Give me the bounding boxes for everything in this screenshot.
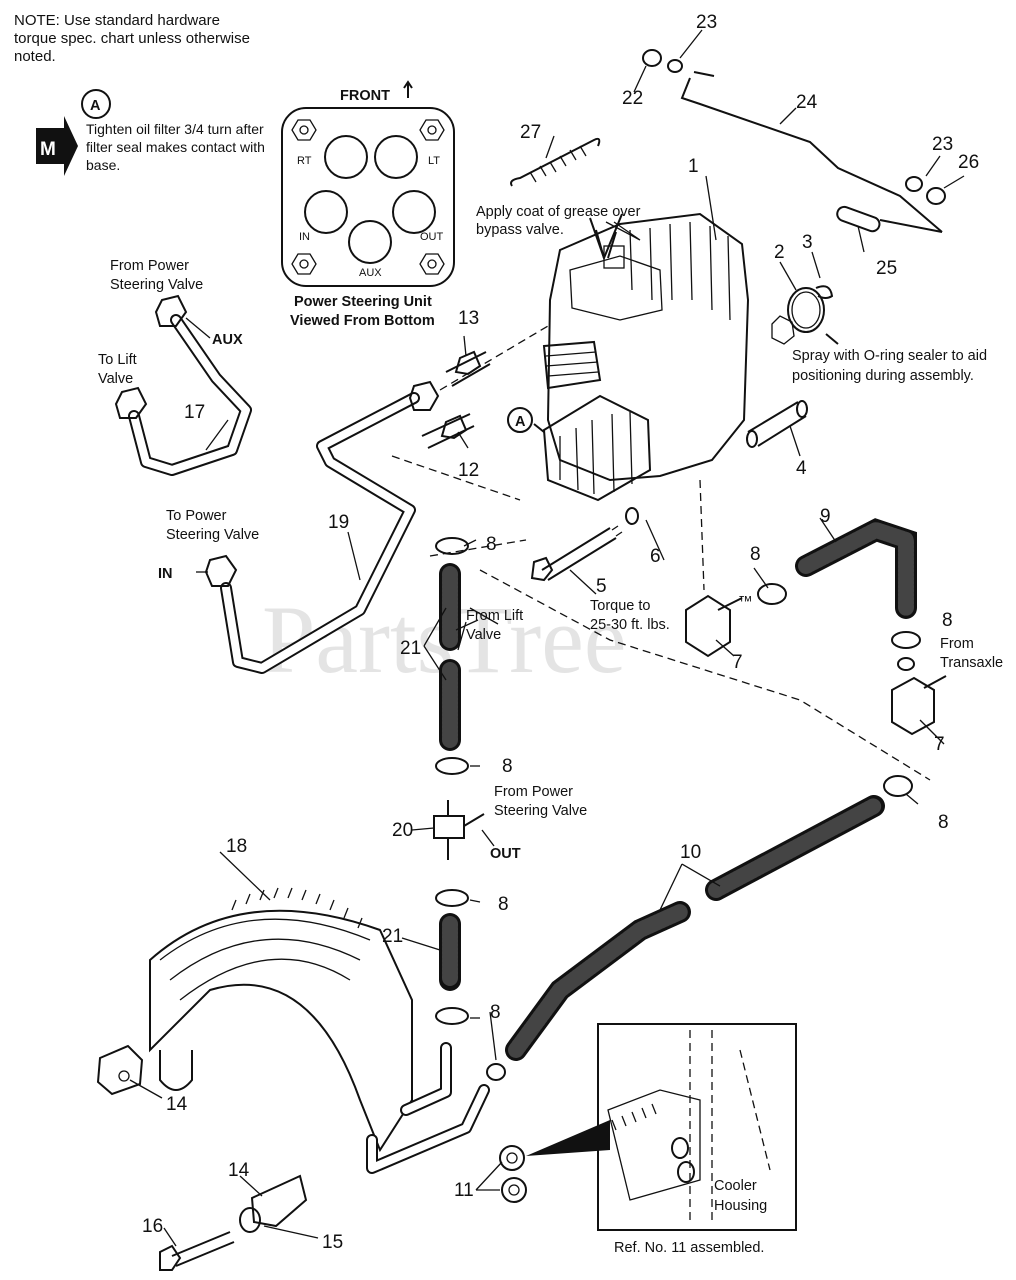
port-aux: AUX	[359, 267, 382, 279]
oil-cooler	[149, 887, 490, 1174]
part-number-5: 5	[596, 576, 607, 597]
part-number-26: 26	[958, 152, 979, 173]
part-number-23b: 23	[932, 134, 953, 155]
port-lt: LT	[428, 155, 440, 167]
marker-a-filter: A	[515, 414, 526, 430]
part-number-8f: 8	[498, 894, 509, 915]
grommets	[499, 1120, 610, 1203]
marker-m-arrow: M	[36, 116, 78, 176]
leader-lines	[129, 29, 965, 1247]
sleeve-tube	[746, 400, 808, 448]
unit-caption-2: Viewed From Bottom	[290, 313, 435, 329]
torque-note-2: 25-30 ft. lbs.	[590, 617, 670, 633]
oring-note-1: Spray with O-ring sealer to aid	[792, 348, 987, 364]
out-label: OUT	[490, 846, 521, 862]
part-number-14a: 14	[166, 1094, 188, 1115]
grease-note-2: bypass valve.	[476, 222, 564, 238]
part-number-8c: 8	[942, 610, 953, 631]
return-hoses	[486, 795, 885, 1081]
o-ring	[771, 285, 839, 345]
port-in: IN	[299, 231, 310, 243]
center-hoses	[435, 537, 469, 1025]
oring-note-2: positioning during assembly.	[792, 368, 974, 384]
cooler-housing-1: Cooler	[714, 1178, 757, 1194]
part-number-21a: 21	[400, 638, 421, 659]
unit-caption-1: Power Steering Unit	[294, 294, 432, 310]
port-out: OUT	[420, 231, 444, 243]
bolt-and-washer	[530, 507, 639, 582]
part-number-14b: 14	[228, 1160, 250, 1181]
part-number-12: 12	[458, 460, 479, 481]
to-ps-valve-1: To Power	[166, 508, 227, 524]
part-number-23a: 23	[696, 12, 717, 33]
part-number-19: 19	[328, 512, 349, 533]
grease-note-1: Apply coat of grease over	[476, 204, 641, 220]
front-label: FRONT	[340, 88, 390, 104]
part-number-8b: 8	[750, 544, 761, 565]
svg-text:M: M	[40, 139, 56, 160]
from-ps-valve-mid-1: From Power	[494, 784, 573, 800]
from-ps-valve-1: From Power	[110, 258, 189, 274]
part-number-13: 13	[458, 308, 479, 329]
tee-fitting	[433, 800, 485, 860]
part-number-8g: 8	[490, 1002, 501, 1023]
part-number-24: 24	[796, 92, 818, 113]
part-number-15: 15	[322, 1232, 343, 1253]
to-ps-valve-2: Steering Valve	[166, 527, 259, 543]
from-transaxle-1: From	[940, 636, 974, 652]
part-number-11: 11	[454, 1180, 474, 1201]
part-number-2: 2	[774, 242, 785, 263]
part-number-10: 10	[680, 842, 701, 863]
marker-a-left: A	[81, 89, 111, 119]
part-number-16: 16	[142, 1216, 163, 1237]
steering-unit-bottom-view: FRONT RT LT IN OUT AUX Power Steering Un…	[281, 80, 455, 329]
to-lift-valve-2: Valve	[98, 371, 133, 387]
from-transaxle-2: Transaxle	[940, 655, 1003, 671]
part-number-17: 17	[184, 402, 205, 423]
assembled-inset	[597, 1023, 797, 1231]
cooler-housing-2: Housing	[714, 1198, 767, 1214]
part-number-8e: 8	[938, 812, 949, 833]
part-number-7b: 7	[934, 734, 945, 755]
oil-filter-note: Tighten oil filter 3/4 turn after filter…	[86, 121, 265, 173]
hardware-torque-note: NOTE: Use standard hardware torque spec.…	[14, 12, 250, 65]
mounting-brackets	[96, 1044, 308, 1271]
spring	[510, 137, 601, 187]
elbow-fittings	[685, 594, 947, 736]
part-number-3: 3	[802, 232, 813, 253]
part-number-22: 22	[622, 88, 643, 109]
part-number-9: 9	[820, 506, 831, 527]
part-number-8d: 8	[502, 756, 513, 777]
callouts: Apply coat of grease over bypass valve. …	[98, 204, 1003, 1256]
aux-label: AUX	[212, 332, 243, 348]
svg-text:A: A	[90, 98, 101, 114]
to-lift-valve-1: To Lift	[98, 352, 137, 368]
ref-11-note: Ref. No. 11 assembled.	[614, 1240, 764, 1256]
part-number-27: 27	[520, 122, 541, 143]
port-rt: RT	[297, 155, 312, 167]
in-label: IN	[158, 566, 173, 582]
tube-17	[114, 294, 252, 476]
from-ps-valve-mid-2: Steering Valve	[494, 803, 587, 819]
part-number-20: 20	[392, 820, 413, 841]
part-number-4: 4	[796, 458, 807, 479]
from-ps-valve-2: Steering Valve	[110, 277, 203, 293]
part-number-18: 18	[226, 836, 247, 857]
part-number-21b: 21	[382, 926, 403, 947]
linkage-rod	[642, 49, 946, 233]
from-lift-valve-1: From Lift	[466, 608, 523, 624]
part-number-8a: 8	[486, 534, 497, 555]
watermark-trademark: ™	[738, 594, 753, 610]
torque-note-1: Torque to	[590, 598, 650, 614]
part-number-6: 6	[650, 546, 661, 567]
hose-9	[757, 518, 921, 797]
part-number-1: 1	[688, 156, 699, 177]
part-numbers: 1 2 3 4 5 6 7 7 8 8 8 8 8 8 8 9 10 11 12…	[142, 12, 979, 1253]
from-lift-valve-2: Valve	[466, 627, 501, 643]
part-number-25: 25	[876, 258, 897, 279]
hydraulic-pump: A	[507, 212, 750, 502]
part-number-7a: 7	[732, 652, 743, 673]
